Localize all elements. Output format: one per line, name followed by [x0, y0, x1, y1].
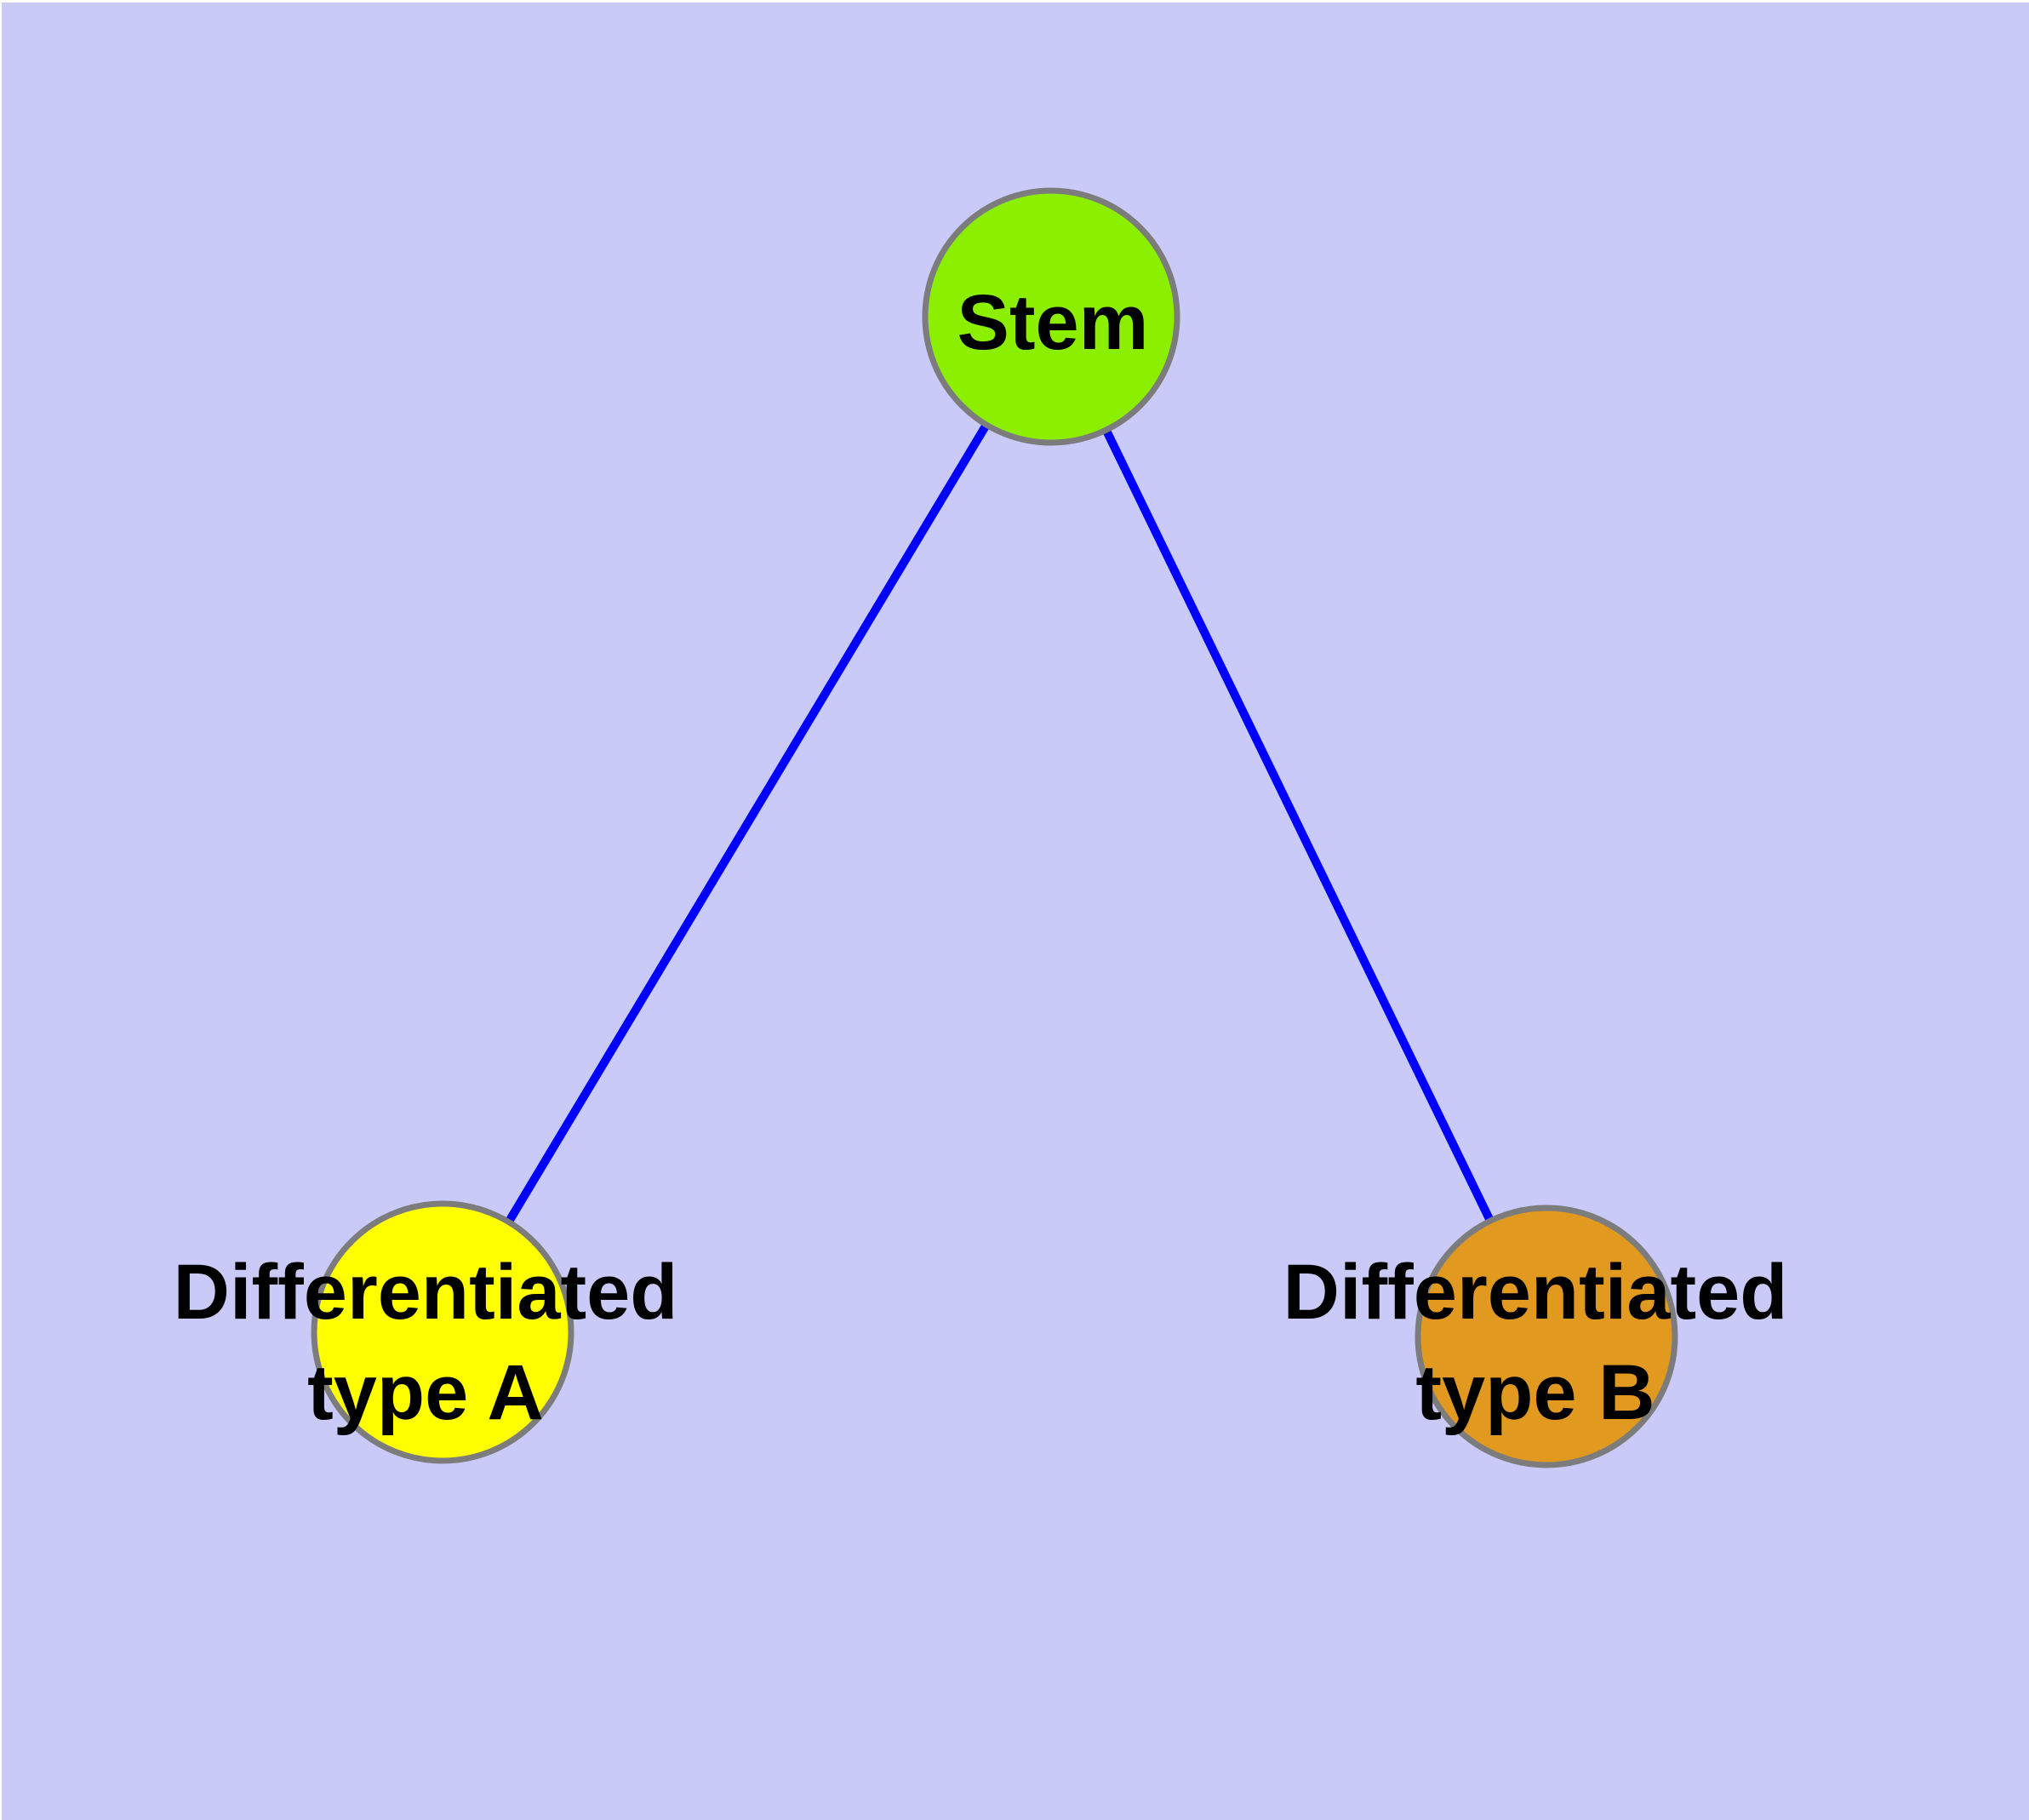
node-type-a-label-line2: type A	[307, 1349, 544, 1436]
node-type-b-label-line1: Differentiated	[1283, 1249, 1788, 1336]
node-type-b-label-line2: type B	[1415, 1349, 1655, 1436]
node-type-a-circle	[311, 1200, 574, 1464]
node-type-a-label-line1: Differentiated	[174, 1249, 678, 1336]
node-stem-circle	[922, 187, 1180, 446]
node-type-b-circle	[1415, 1205, 1678, 1468]
node-stem-label: Stem	[957, 279, 1149, 366]
edge-stem-to-type-b	[1047, 314, 1551, 1339]
edge-stem-to-type-a	[438, 314, 1055, 1335]
